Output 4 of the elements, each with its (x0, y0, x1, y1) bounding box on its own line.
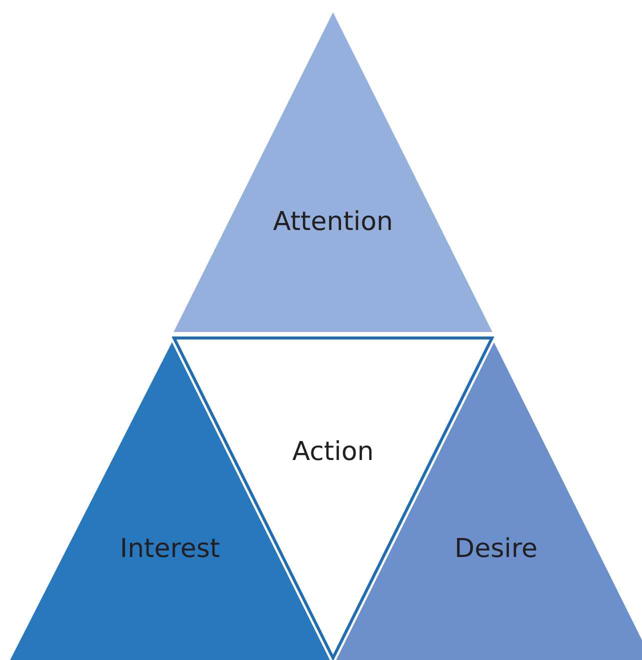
triangle-label: Action (292, 437, 374, 467)
triangle-label: Desire (454, 534, 538, 564)
triangle-label: Interest (120, 534, 220, 564)
triangle-label: Attention (273, 207, 393, 237)
